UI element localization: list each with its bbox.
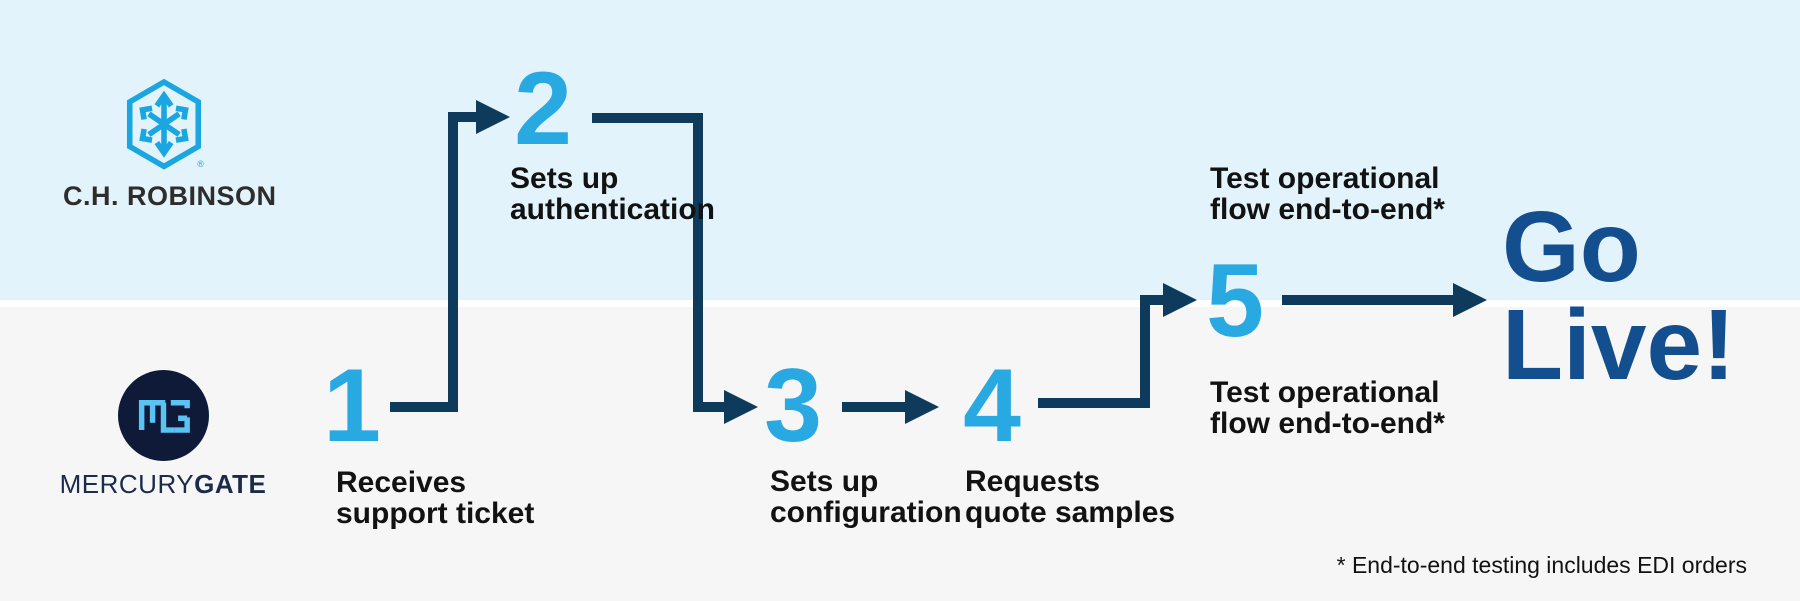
- step-3-label-line2: configuration: [770, 496, 962, 529]
- step-1-number: 1: [323, 348, 381, 464]
- step-5-label-bottom: Test operational flow end-to-end*: [1210, 377, 1445, 439]
- step-4-number: 4: [963, 348, 1021, 464]
- step-1-label-line1: Receives: [336, 466, 467, 499]
- step-2-label-line1: Sets up: [510, 162, 619, 195]
- step-5-label-bottom-line1: Test operational: [1210, 376, 1440, 409]
- lane-divider: [0, 300, 1800, 307]
- step-4-label-line2: quote samples: [965, 496, 1176, 529]
- chrobinson-logo-icon: ®: [126, 78, 204, 170]
- step-1-label: Receives support ticket: [336, 467, 534, 529]
- chrobinson-wordmark: C.H. ROBINSON: [63, 181, 277, 211]
- mercurygate-lane-background: [0, 307, 1800, 601]
- step-4-label: Requests quote samples: [965, 466, 1175, 528]
- mercurygate-wordmark-bold: GATE: [194, 469, 267, 499]
- mercurygate-wordmark: MERCURYGATE: [53, 469, 273, 500]
- step-5-number: 5: [1206, 243, 1264, 359]
- step-5-label-bottom-line2: flow end-to-end*: [1210, 407, 1445, 440]
- step-5-label-top: Test operational flow end-to-end*: [1210, 163, 1445, 225]
- step-5-label-top-line2: flow end-to-end*: [1210, 193, 1445, 226]
- go-live-line1: Go: [1502, 191, 1641, 303]
- step-2-label: Sets up authentication: [510, 163, 715, 225]
- step-2-number: 2: [514, 51, 572, 167]
- step-5-label-top-line1: Test operational: [1210, 162, 1440, 195]
- chrobinson-lane-background: [0, 0, 1800, 300]
- step-3-number: 3: [764, 348, 822, 464]
- go-live-title: Go Live!: [1502, 191, 1736, 401]
- chrobinson-registered-mark: ®: [197, 159, 204, 169]
- step-3-label: Sets up configuration: [770, 466, 962, 528]
- step-1-label-line2: support ticket: [336, 497, 535, 530]
- go-live-line2: Live!: [1502, 289, 1736, 401]
- footnote: * End-to-end testing includes EDI orders: [1336, 552, 1747, 578]
- step-2-label-line2: authentication: [510, 193, 716, 226]
- step-3-label-line1: Sets up: [770, 465, 879, 498]
- mercurygate-wordmark-regular: MERCURY: [59, 469, 195, 499]
- step-4-label-line1: Requests: [965, 465, 1101, 498]
- mercurygate-logo-icon: [118, 370, 209, 461]
